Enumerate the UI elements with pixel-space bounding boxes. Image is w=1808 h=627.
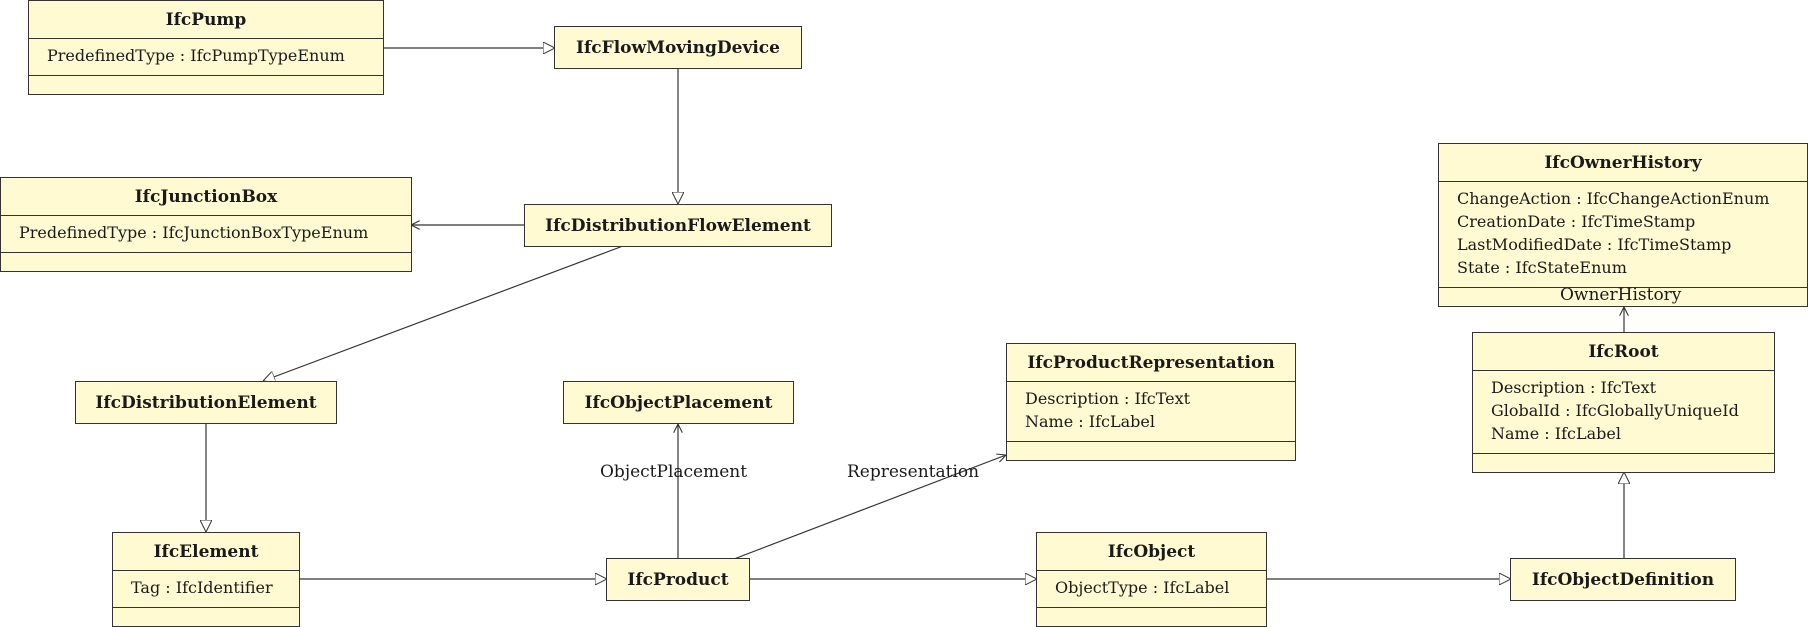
- assoc-product-to-productrepresentation: [733, 455, 1006, 560]
- attribute: ObjectType : IfcLabel: [1055, 578, 1230, 597]
- attribute: PredefinedType : IfcJunctionBoxTypeEnum: [19, 223, 369, 242]
- class-ifcobjectdefinition: IfcObjectDefinition: [1510, 558, 1736, 601]
- class-ifcroot: IfcRoot Description : IfcText GlobalId :…: [1472, 332, 1775, 473]
- class-ifcobject: IfcObject ObjectType : IfcLabel: [1036, 532, 1267, 627]
- class-ifcpump: IfcPump PredefinedType : IfcPumpTypeEnum: [28, 0, 384, 95]
- attribute: LastModifiedDate : IfcTimeStamp: [1457, 235, 1732, 254]
- attribute-list: PredefinedType : IfcJunctionBoxTypeEnum: [1, 215, 411, 252]
- attribute: Name : IfcLabel: [1025, 412, 1155, 431]
- class-name: IfcElement: [153, 541, 259, 562]
- attribute: Tag : IfcIdentifier: [131, 578, 273, 597]
- attribute-list: ChangeAction : IfcChangeActionEnum Creat…: [1439, 181, 1807, 287]
- attribute-list: Description : IfcText Name : IfcLabel: [1007, 381, 1295, 441]
- class-ifcproductrepresentation: IfcProductRepresentation Description : I…: [1006, 343, 1296, 461]
- attribute-list: ObjectType : IfcLabel: [1037, 570, 1266, 607]
- class-name: IfcOwnerHistory: [1544, 152, 1702, 173]
- attribute: GlobalId : IfcGloballyUniqueId: [1491, 401, 1739, 420]
- class-ifcownerhistory: IfcOwnerHistory ChangeAction : IfcChange…: [1438, 143, 1808, 307]
- gen-distributionflowelement-to-distributionelement: [263, 245, 624, 381]
- operations-compartment: [1007, 441, 1295, 460]
- class-ifcdistributionelement: IfcDistributionElement: [75, 381, 337, 424]
- attribute-list: PredefinedType : IfcPumpTypeEnum: [29, 38, 383, 75]
- attribute: Description : IfcText: [1491, 378, 1657, 397]
- class-ifcflowmovingdevice: IfcFlowMovingDevice: [554, 26, 802, 69]
- attribute: CreationDate : IfcTimeStamp: [1457, 212, 1696, 231]
- class-ifcelement: IfcElement Tag : IfcIdentifier: [112, 532, 300, 627]
- class-ifcproduct: IfcProduct: [606, 558, 750, 601]
- operations-compartment: [1, 252, 411, 271]
- class-name: IfcProduct: [627, 569, 729, 590]
- class-name: IfcJunctionBox: [134, 186, 278, 207]
- class-name: IfcObjectPlacement: [584, 392, 773, 413]
- class-name: IfcRoot: [1588, 341, 1659, 362]
- class-name: IfcFlowMovingDevice: [576, 37, 780, 58]
- operations-compartment: [29, 75, 383, 94]
- association-label-representation: Representation: [847, 462, 980, 482]
- class-name: IfcDistributionFlowElement: [545, 215, 811, 236]
- class-ifcdistributionflowelement: IfcDistributionFlowElement: [524, 204, 832, 247]
- class-ifcjunctionbox: IfcJunctionBox PredefinedType : IfcJunct…: [0, 177, 412, 272]
- attribute-list: Description : IfcText GlobalId : IfcGlob…: [1473, 370, 1774, 453]
- class-name: IfcDistributionElement: [95, 392, 317, 413]
- class-name: IfcProductRepresentation: [1027, 352, 1275, 373]
- attribute: Description : IfcText: [1025, 389, 1191, 408]
- class-name: IfcObjectDefinition: [1531, 569, 1715, 590]
- association-label-ownerhistory: OwnerHistory: [1560, 285, 1682, 305]
- attribute: Name : IfcLabel: [1491, 424, 1621, 443]
- attribute: ChangeAction : IfcChangeActionEnum: [1457, 189, 1770, 208]
- operations-compartment: [1037, 607, 1266, 626]
- attribute-list: Tag : IfcIdentifier: [113, 570, 299, 607]
- operations-compartment: [113, 607, 299, 626]
- operations-compartment: [1473, 453, 1774, 472]
- class-name: IfcPump: [165, 9, 247, 30]
- attribute: PredefinedType : IfcPumpTypeEnum: [47, 46, 345, 65]
- association-label-objectplacement: ObjectPlacement: [600, 462, 748, 482]
- attribute: State : IfcStateEnum: [1457, 258, 1627, 277]
- class-ifcobjectplacement: IfcObjectPlacement: [563, 381, 794, 424]
- class-name: IfcObject: [1107, 541, 1196, 562]
- operations-compartment: [1439, 287, 1807, 306]
